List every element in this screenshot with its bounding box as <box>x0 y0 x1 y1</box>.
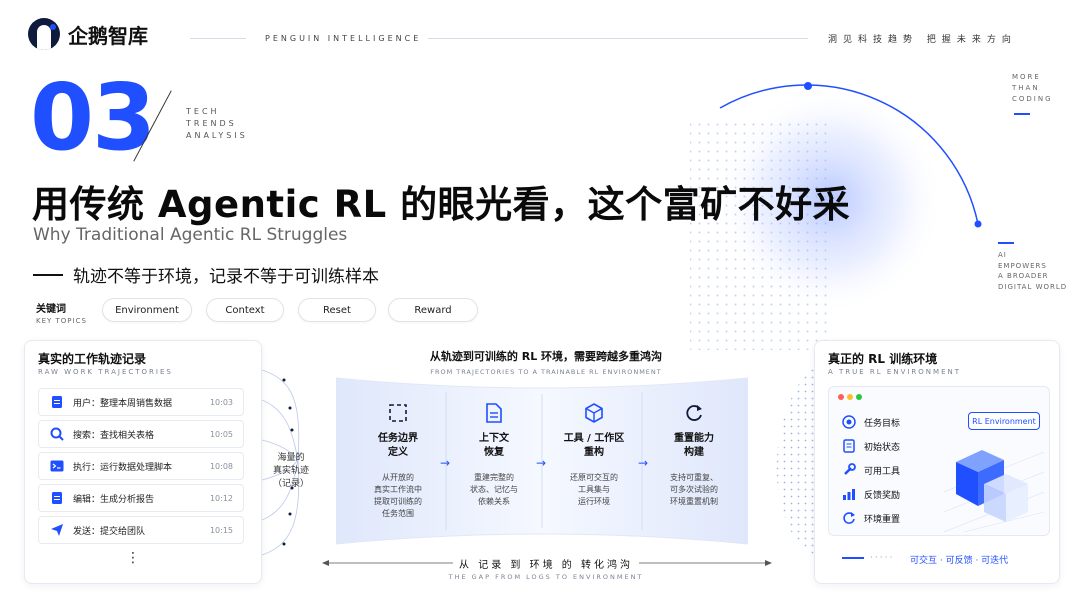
trajectory-item[interactable]: 用户：整理本周销售数据 10:03 <box>38 388 244 416</box>
tagline: 轨迹不等于环境，记录不等于可训练样本 <box>33 262 379 287</box>
reset-icon <box>842 511 856 525</box>
center-title: 从轨迹到可训练的 RL 环境，需要跨越多重鸿沟 <box>429 350 663 363</box>
file-text-icon <box>483 402 505 424</box>
document-icon <box>49 394 65 410</box>
step-tool-workspace: 工具 / 工作区重构 还原可交互的工具集与运行环境 <box>548 402 640 508</box>
tagline-text: 轨迹不等于环境，记录不等于可训练样本 <box>73 267 379 287</box>
env-item-reward: 反馈奖励 <box>842 487 900 501</box>
target-icon <box>842 415 856 429</box>
accent-bar-top <box>1014 113 1030 115</box>
trajectory-item[interactable]: 发送：提交给团队 10:15 <box>38 516 244 544</box>
funnel-lines <box>262 369 300 556</box>
keywords-label: 关键词 KEY TOPICS <box>36 304 87 325</box>
brand-name: 企鹅智库 <box>68 23 148 48</box>
accent-bar-bottom <box>998 242 1014 244</box>
env-item-initial-state: 初始状态 <box>842 439 900 453</box>
left-panel-subtitle: RAW WORK TRAJECTORIES <box>38 368 173 376</box>
footer-dots: ····· <box>870 553 895 563</box>
left-panel-title: 真实的工作轨迹记录 <box>38 352 147 366</box>
header-divider-right <box>428 38 808 39</box>
trajectory-item[interactable]: 搜索：查找相关表格 10:05 <box>38 420 244 448</box>
keyword-pill-reset[interactable]: Reset <box>298 298 376 322</box>
3d-blocks-illustration <box>944 450 1044 532</box>
globe-dots <box>776 362 818 562</box>
keyword-pill-context[interactable]: Context <box>206 298 284 322</box>
env-item-tools: 可用工具 <box>842 463 900 477</box>
search-icon <box>49 426 65 442</box>
keyword-pill-environment[interactable]: Environment <box>102 298 192 322</box>
header-divider-left <box>190 38 246 39</box>
env-item-task-goal: 任务目标 <box>842 415 900 429</box>
send-icon <box>49 522 65 538</box>
gap-tunnel <box>336 377 748 545</box>
page-subtitle: Why Traditional Agentic RL Struggles <box>33 225 348 245</box>
wrench-icon <box>842 463 856 477</box>
trajectory-item[interactable]: 编辑：生成分析报告 10:12 <box>38 484 244 512</box>
penguin-logo-icon <box>28 18 60 50</box>
more-items-indicator[interactable]: ⋮ <box>126 550 140 566</box>
cube-icon <box>583 402 605 424</box>
bar-chart-icon <box>842 487 856 501</box>
right-panel-subtitle: A TRUE RL ENVIRONMENT <box>828 368 962 376</box>
trajectory-item[interactable]: 执行：运行数据处理脚本 10:08 <box>38 452 244 480</box>
center-subtitle: FROM TRAJECTORIES TO A TRAINABLE RL ENVI… <box>430 368 662 376</box>
refresh-icon <box>683 402 705 424</box>
step-reset-ability: 重置能力构建 支持可重复、可多次试验的环境重置机制 <box>648 402 740 508</box>
window-controls <box>838 394 862 400</box>
gap-subtitle: THE GAP FROM LOGS TO ENVIRONMENT <box>448 573 644 581</box>
center-heading: 从轨迹到可训练的 RL 环境，需要跨越多重鸿沟 FROM TRAJECTORIE… <box>336 348 756 376</box>
state-doc-icon <box>842 439 856 453</box>
step-context-recovery: 上下文恢复 重建完整的状态、记忆与依赖关系 <box>448 402 540 508</box>
page-title: 用传统 Agentic RL 的眼光看，这个富矿不好采 <box>32 183 851 226</box>
keyword-pill-reward[interactable]: Reward <box>388 298 478 322</box>
header-slogan: 洞见科技趋势 把握未来方向 <box>828 35 1017 45</box>
terminal-icon <box>49 458 65 474</box>
arrow-right-icon: → <box>440 456 451 470</box>
env-item-reset: 环境重置 <box>842 511 900 525</box>
rl-environment-badge[interactable]: RL Environment <box>968 412 1040 430</box>
document-icon <box>49 490 65 506</box>
arrow-right-icon: → <box>638 456 649 470</box>
arrow-right-icon: → <box>536 456 547 470</box>
right-panel-title: 真正的 RL 训练环境 <box>828 352 938 366</box>
funnel-label: 海量的真实轨迹（记录） <box>272 453 309 489</box>
decorative-arc <box>690 82 982 350</box>
right-panel-footer: 可交互 · 可反馈 · 可迭代 <box>910 556 1009 566</box>
gap-label: 从 记录 到 环境 的 转化鸿沟 <box>326 556 766 571</box>
frame-icon <box>387 402 409 424</box>
gap-double-arrow <box>322 560 772 566</box>
brand-logo: 企鹅智库 <box>28 18 148 50</box>
brand-en: PENGUIN INTELLIGENCE <box>265 34 422 43</box>
section-number: 03 <box>30 64 156 171</box>
tagline-dash <box>33 273 63 276</box>
footer-accent-bar <box>842 557 864 559</box>
step-task-boundary: 任务边界定义 从开放的真实工作流中提取可训练的任务范围 <box>352 402 444 520</box>
